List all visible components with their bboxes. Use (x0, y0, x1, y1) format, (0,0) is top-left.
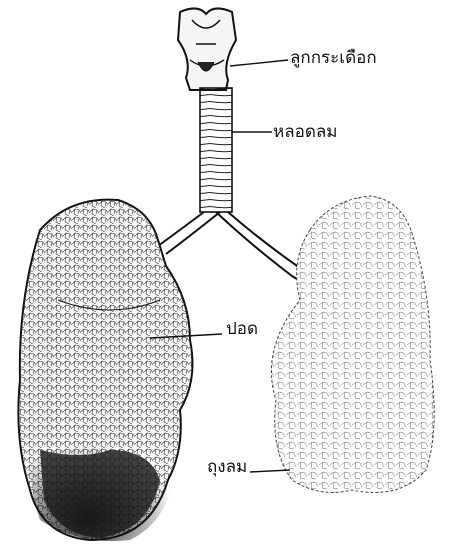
trachea-drawing (200, 88, 272, 212)
left-lung-drawing (18, 200, 222, 542)
label-lung: ปอด (226, 321, 258, 338)
label-trachea: หลอดลม (273, 124, 338, 141)
right-lung-drawing (250, 196, 434, 493)
label-larynx: ลูกกระเดือก (290, 50, 377, 67)
label-alveoli: ถุงลม (207, 459, 247, 476)
larynx-drawing (178, 8, 288, 90)
